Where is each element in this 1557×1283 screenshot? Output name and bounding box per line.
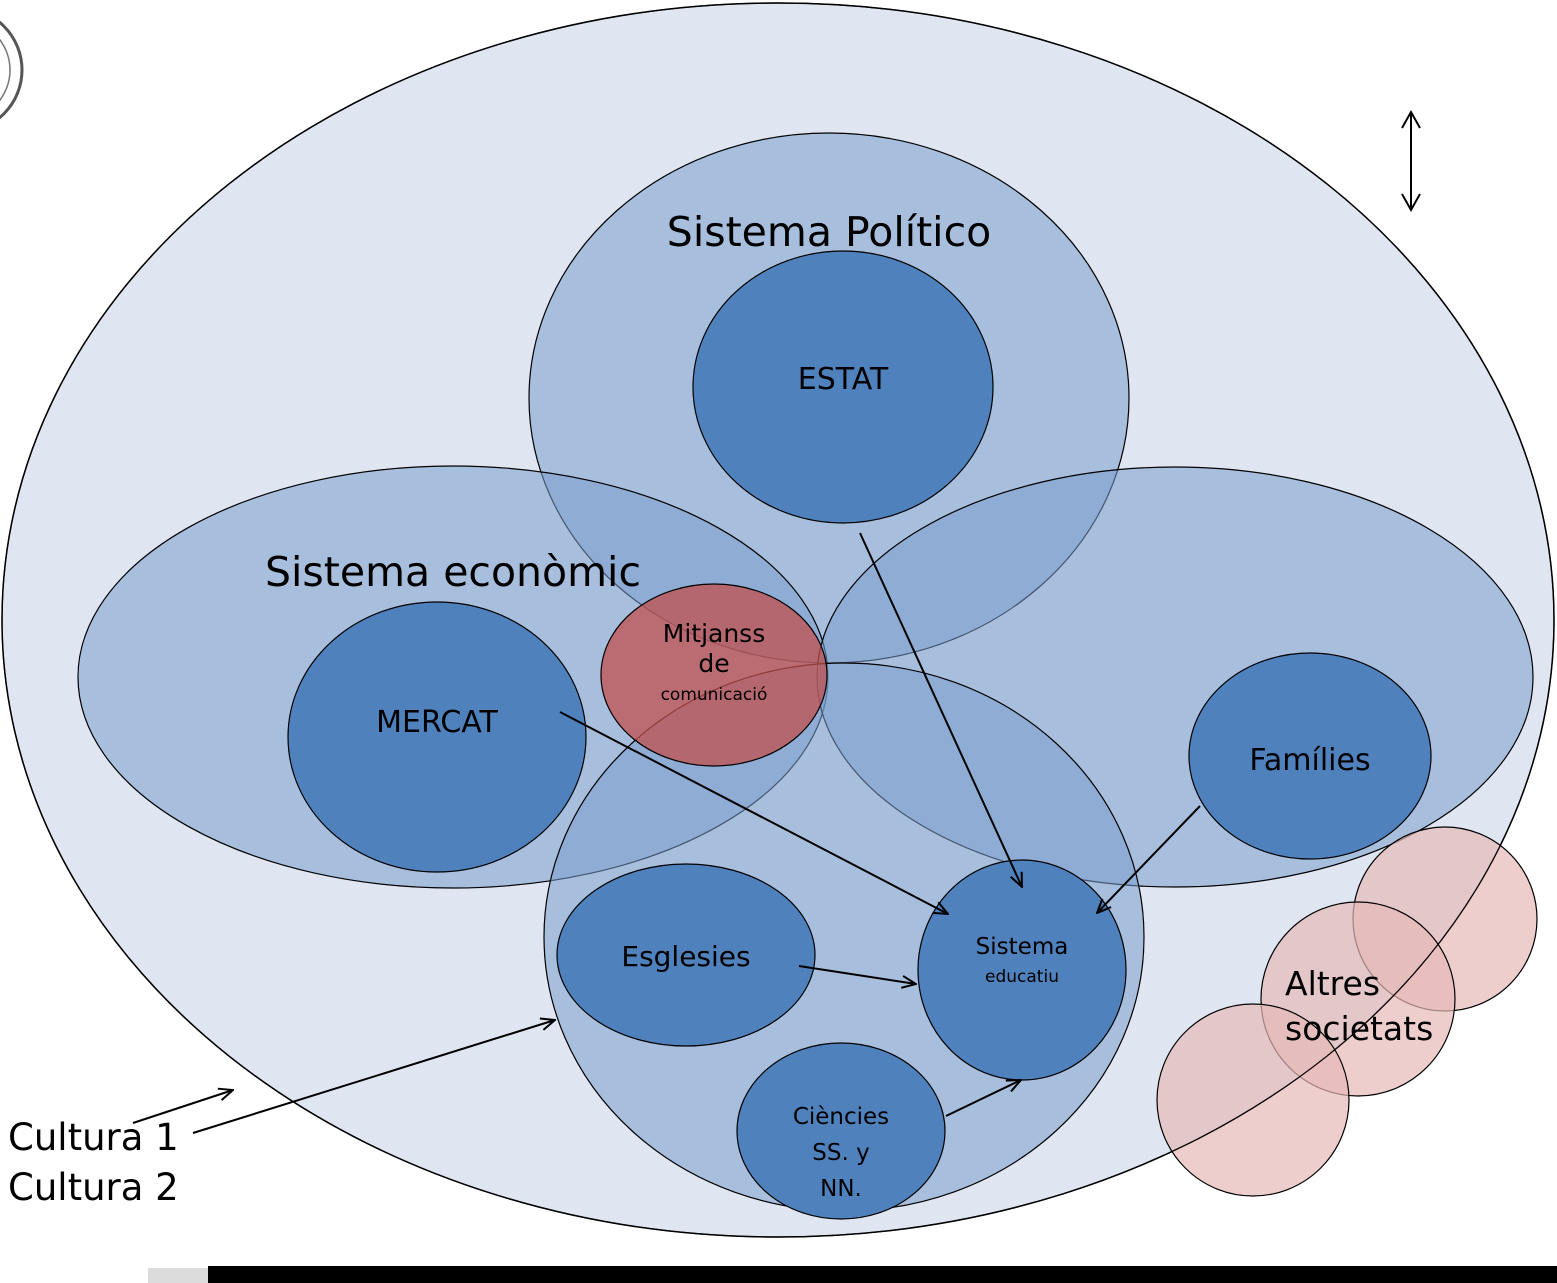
altres-label-line1: Altres: [1285, 964, 1380, 1003]
sistema-politico-label: Sistema Político: [667, 208, 991, 256]
arrow-families-to-educatiu: [1097, 805, 1201, 913]
esglesies-label: Esglesies: [621, 940, 750, 973]
esglesies-ellipse: [556, 863, 816, 1047]
mitjans-label-line2: de: [698, 649, 729, 678]
mercat-label: MERCAT: [376, 705, 498, 740]
sistema-educatiu-label-line2: educatiu: [985, 967, 1059, 987]
footer-bar-shadow: [148, 1268, 208, 1283]
arrow-cultura2: [192, 1020, 555, 1134]
families-ellipse: [1188, 652, 1432, 860]
ciencies-label-line2: SS. y: [812, 1140, 869, 1166]
arrow-estat-to-educatiu: [859, 532, 1022, 887]
arrow-esglesies-to-educatiu: [798, 965, 916, 984]
estat-ellipse: [692, 250, 994, 524]
arrow-mercat-to-educatiu: [559, 711, 948, 914]
estat-label: ESTAT: [798, 362, 889, 397]
mercat-ellipse: [287, 601, 587, 873]
cultura1-label: Cultura 1: [8, 1116, 179, 1159]
arrow-ciencies-to-educatiu: [945, 1080, 1021, 1117]
mitjans-label-line1: Mitjanss: [663, 619, 765, 648]
families-label: Famílies: [1249, 743, 1370, 778]
sistema-economic-label: Sistema econòmic: [265, 548, 641, 596]
ciencies-label-line1: Ciències: [793, 1104, 889, 1130]
footer-bar: [208, 1266, 1557, 1283]
other-society-circle-3: [1156, 1003, 1350, 1197]
cultura2-label: Cultura 2: [8, 1166, 179, 1209]
society-ellipse-outline: [1, 2, 1555, 1238]
arrow-cultura1: [132, 1090, 233, 1124]
ciencies-label-line3: NN.: [820, 1176, 862, 1202]
sistema-educatiu-label-line1: Sistema: [976, 934, 1069, 960]
university-seal: [0, 20, 24, 120]
mitjans-ellipse: [600, 583, 828, 767]
altres-label-line2: societats: [1285, 1009, 1433, 1048]
mitjans-label-line3: comunicació: [661, 685, 768, 705]
double-arrow-icon: [1401, 109, 1421, 213]
ciencies-ellipse: [736, 1042, 946, 1220]
